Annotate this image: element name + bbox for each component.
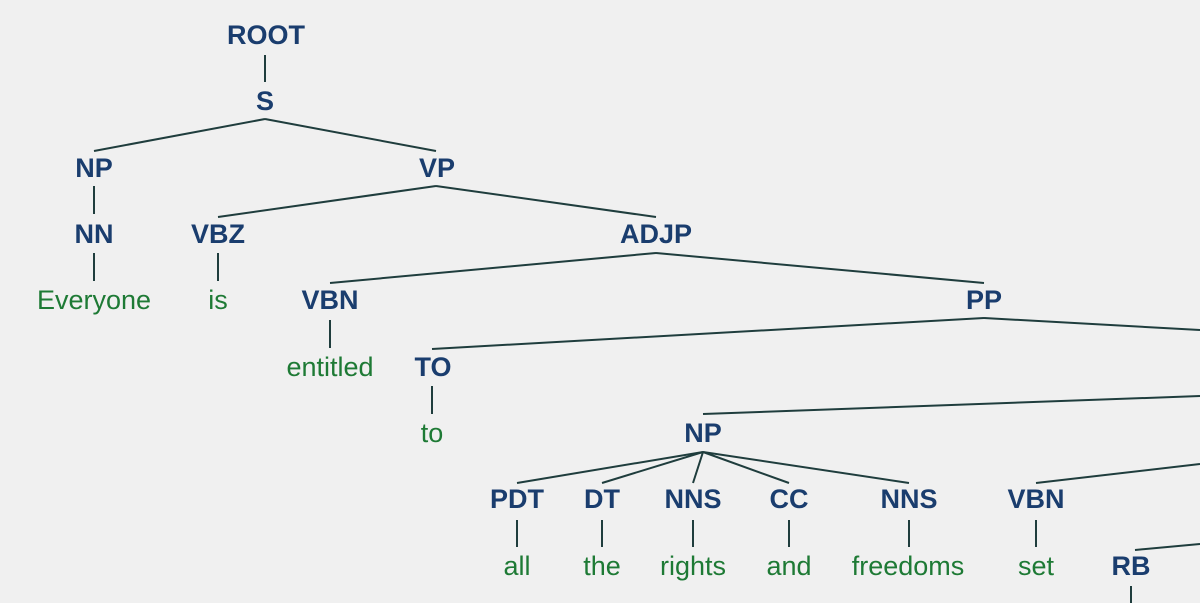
word-labels: Everyone is entitled to all the rights a… xyxy=(37,285,1055,581)
word-is: is xyxy=(208,285,228,315)
word-rights: rights xyxy=(660,551,726,581)
edge-offscreen-rb xyxy=(1134,543,1200,551)
node-vbn-entitled: VBN xyxy=(301,285,358,315)
word-everyone: Everyone xyxy=(37,285,151,315)
edge-pp-offscreen xyxy=(983,317,1200,331)
edge-offscreen-np xyxy=(702,395,1200,415)
word-freedoms: freedoms xyxy=(852,551,965,581)
edge-vp-vbz xyxy=(217,185,437,218)
category-labels: ROOT S NP VP NN VBZ ADJP VBN PP TO NP PD… xyxy=(75,20,1151,581)
node-root: ROOT xyxy=(227,20,306,50)
tree-edges xyxy=(93,55,1200,603)
edge-np-nns-freedoms xyxy=(702,451,910,484)
edge-adjp-pp xyxy=(655,252,985,284)
edge-np-cc xyxy=(702,451,790,484)
node-pp: PP xyxy=(966,285,1002,315)
node-nn: NN xyxy=(75,219,114,249)
node-vp: VP xyxy=(419,153,455,183)
node-nns-rights: NNS xyxy=(664,484,721,514)
node-cc: CC xyxy=(770,484,809,514)
node-vbz: VBZ xyxy=(191,219,245,249)
edge-pp-to xyxy=(431,317,985,350)
node-vbn-set: VBN xyxy=(1007,484,1064,514)
node-np-object: NP xyxy=(684,418,722,448)
edge-np-dt xyxy=(601,451,704,484)
node-to: TO xyxy=(414,352,451,382)
node-np-subject: NP xyxy=(75,153,113,183)
word-entitled: entitled xyxy=(286,352,373,382)
edge-s-np xyxy=(93,118,266,152)
edge-vp-adjp xyxy=(435,185,657,218)
edge-adjp-vbn xyxy=(329,252,657,284)
edge-offscreen-vbn xyxy=(1035,463,1200,484)
node-nns-freedoms: NNS xyxy=(880,484,937,514)
word-all: all xyxy=(503,551,530,581)
edge-np-nns-rights xyxy=(692,451,704,484)
node-pdt: PDT xyxy=(490,484,545,514)
node-rb: RB xyxy=(1112,551,1151,581)
node-adjp: ADJP xyxy=(620,219,692,249)
edge-np-pdt xyxy=(516,451,704,484)
node-s: S xyxy=(256,86,274,116)
node-dt: DT xyxy=(584,484,620,514)
edge-s-vp xyxy=(264,118,437,152)
word-the: the xyxy=(583,551,621,581)
word-and: and xyxy=(766,551,811,581)
word-set: set xyxy=(1018,551,1055,581)
word-to: to xyxy=(421,418,444,448)
